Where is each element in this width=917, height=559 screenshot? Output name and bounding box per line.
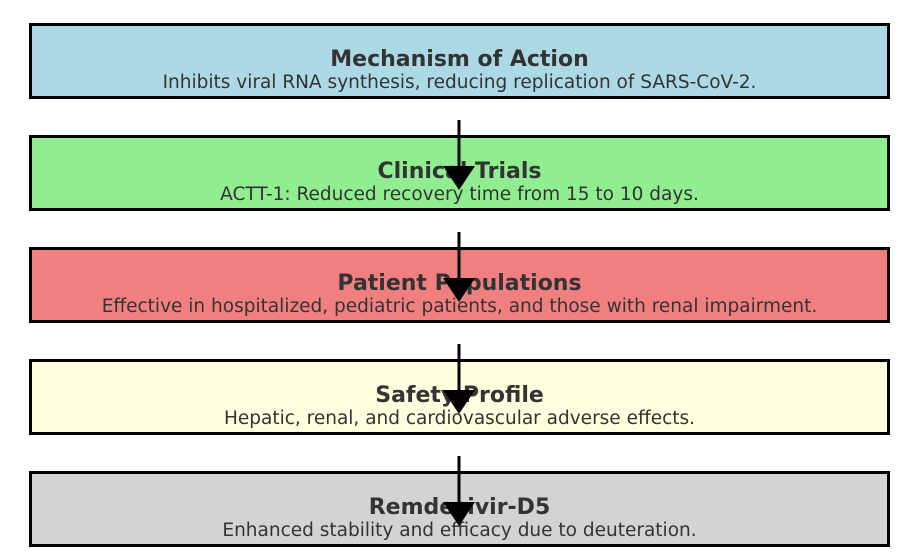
step-description: Effective in hospitalized, pediatric pat… [101, 296, 818, 317]
step-description: Hepatic, renal, and cardiovascular adver… [223, 408, 696, 429]
flow-arrow-icon [443, 120, 475, 190]
step-description: Inhibits viral RNA synthesis, reducing r… [162, 72, 757, 93]
step-description: Enhanced stability and efficacy due to d… [222, 520, 697, 541]
flow-arrow-icon [443, 456, 475, 526]
flow-arrow-icon [443, 344, 475, 414]
step-box-mechanism: Mechanism of Action Inhibits viral RNA s… [29, 23, 890, 99]
flow-arrow-icon [443, 232, 475, 302]
step-description: ACTT-1: Reduced recovery time from 15 to… [220, 184, 699, 205]
step-title: Mechanism of Action [330, 47, 589, 72]
